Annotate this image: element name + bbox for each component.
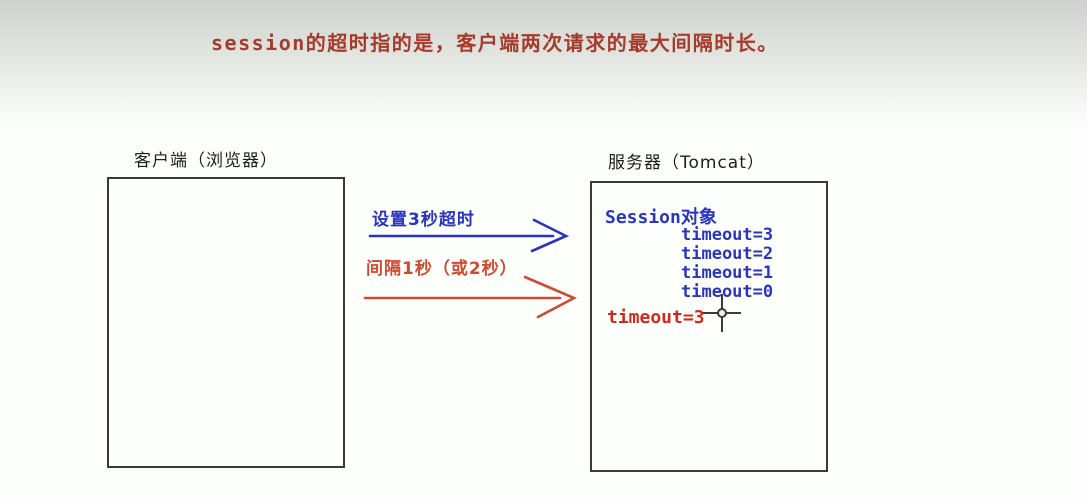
client-box-label: 客户端（浏览器） bbox=[134, 151, 278, 171]
timeout-value: timeout=1 bbox=[681, 263, 774, 283]
server-box bbox=[590, 181, 828, 472]
client-box bbox=[107, 177, 345, 468]
request-interval-arrow bbox=[363, 275, 578, 319]
timeout-value: timeout=0 bbox=[681, 282, 774, 302]
session-object-title: Session对象 bbox=[605, 207, 717, 228]
timeout-reset-value: timeout=3 bbox=[607, 307, 705, 328]
set-timeout-arrow-label: 设置3秒超时 bbox=[372, 210, 475, 230]
slide-title: session的超时指的是，客户端两次请求的最大间隔时长。 bbox=[211, 31, 779, 55]
request-interval-arrow-label: 间隔1秒（或2秒） bbox=[366, 259, 518, 279]
timeout-countdown-list: timeout=3 timeout=2 timeout=1 timeout=0 bbox=[681, 226, 773, 302]
timeout-value: timeout=3 bbox=[681, 225, 774, 245]
timeout-value: timeout=2 bbox=[681, 244, 774, 264]
server-box-label: 服务器（Tomcat） bbox=[608, 153, 765, 173]
